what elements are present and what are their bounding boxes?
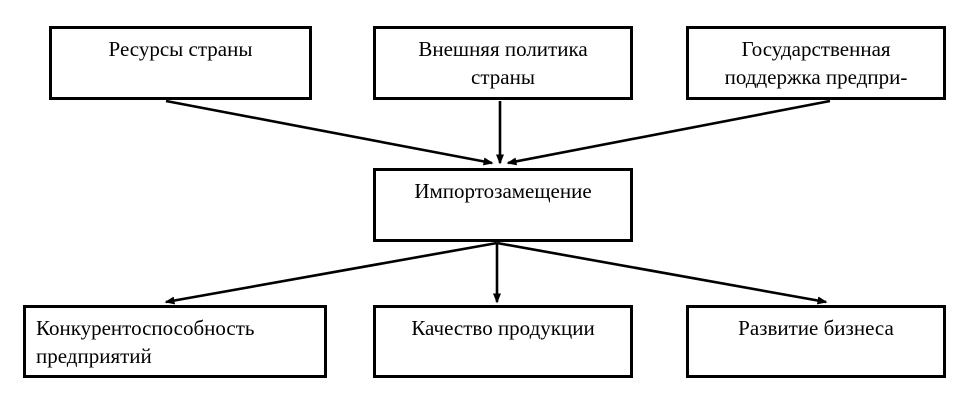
node-import-substitution-label: Импортозамещение [414, 179, 592, 203]
node-state-support-label: Государственная поддержка предпри- [724, 37, 908, 89]
node-competitiveness[interactable]: Конкурентоспособность предприятий [23, 305, 327, 378]
edge-state-support-to-import [506, 99, 831, 166]
node-product-quality[interactable]: Качество продукции [373, 305, 633, 378]
node-resources-label: Ресурсы страны [108, 37, 253, 61]
node-business-development-label: Развитие бизнеса [738, 316, 894, 340]
edge-import-to-business [496, 241, 828, 305]
node-product-quality-label: Качество продукции [411, 316, 595, 340]
node-import-substitution[interactable]: Импортозамещение [373, 168, 633, 242]
node-business-development[interactable]: Развитие бизнеса [686, 305, 946, 378]
node-competitiveness-label: Конкурентоспособность предприятий [36, 316, 255, 368]
edge-resources-to-import [165, 99, 494, 166]
edge-import-to-competitiveness [164, 241, 498, 305]
node-resources[interactable]: Ресурсы страны [49, 26, 312, 100]
node-state-support[interactable]: Государственная поддержка предпри- [686, 26, 946, 100]
node-foreign-policy[interactable]: Внешняя политика страны [373, 26, 633, 100]
node-foreign-policy-label: Внешняя политика страны [418, 37, 588, 89]
